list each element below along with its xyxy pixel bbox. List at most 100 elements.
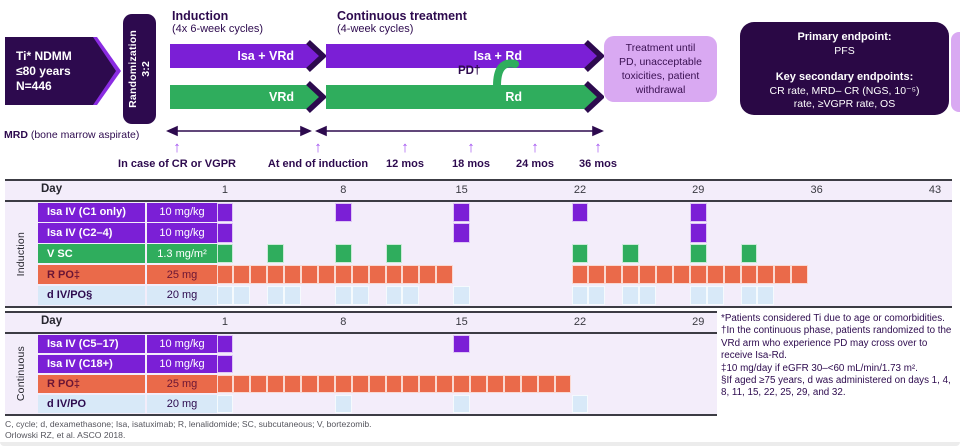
mrd-timepoint-arrow-icon: ↑	[594, 139, 602, 156]
dose-cell: 20 mg	[147, 394, 217, 413]
dose-day-cell	[216, 394, 234, 413]
drug-label-cell: R PO‡	[38, 374, 145, 393]
dose-day-cell	[757, 285, 775, 305]
secondary-endpoints-line: CR rate, MRD– CR (NGS, 10⁻⁵)	[769, 84, 920, 97]
dose-day-cell	[402, 374, 420, 393]
dose-day-cell	[571, 394, 589, 413]
mrd-timepoint-arrow-icon: ↑	[401, 139, 409, 156]
day-tick: 22	[573, 184, 587, 196]
mrd-timepoint-label: 12 mos	[386, 158, 424, 170]
arm-arrow-vrd: VRd	[170, 81, 326, 113]
arrow-chevron-icon	[584, 81, 604, 113]
day-tick: 22	[573, 316, 587, 328]
drug-label-cell: d IV/PO	[38, 394, 145, 413]
day-tick: 29	[692, 184, 705, 196]
dose-day-cell	[267, 374, 285, 393]
dose-day-cell	[453, 334, 471, 353]
secondary-endpoints-label: Key secondary endpoints:	[775, 71, 914, 83]
dose-day-cell	[723, 264, 741, 285]
dose-day-cell	[554, 374, 572, 393]
dose-day-cell	[588, 264, 606, 285]
dose-day-cell	[453, 202, 471, 222]
dose-day-cell	[351, 264, 369, 285]
dose-day-cell	[250, 264, 268, 285]
dose-day-cell	[656, 264, 673, 285]
continuous-subheading: (4-week cycles)	[337, 23, 414, 35]
induction-heading: Induction	[172, 9, 229, 23]
section-label-text: Continuous	[14, 346, 27, 402]
dose-day-cell	[402, 264, 420, 285]
dose-day-cell	[436, 264, 454, 285]
dose-day-cell	[622, 244, 640, 264]
section-label-induction: Induction	[5, 202, 36, 306]
dose-day-cell	[216, 223, 234, 243]
dose-day-cell	[453, 394, 471, 413]
drug-label-cell: V SC	[38, 244, 145, 264]
drug-label-cell: Isa IV (C1 only)	[38, 202, 145, 222]
dose-day-cell	[334, 264, 352, 285]
dose-day-cell	[571, 264, 589, 285]
population-line: Ti* NDMM	[16, 48, 72, 63]
dose-day-cell	[470, 374, 487, 393]
arm-arrow-rd-label: Rd	[326, 85, 600, 109]
dose-day-cell	[334, 285, 352, 305]
schema-footnote-line: *Patients considered Ti due to age or co…	[721, 313, 945, 324]
arrow-chevron-icon	[584, 40, 604, 72]
mrd-timeline-label: MRD (bone marrow aspirate)	[4, 129, 139, 141]
dose-day-cell	[233, 264, 251, 285]
dose-day-cell	[689, 202, 707, 222]
arrow-chevron-icon	[306, 40, 326, 72]
dose-day-cell	[740, 244, 758, 264]
dose-day-cell	[216, 202, 234, 222]
dose-day-cell	[419, 374, 437, 393]
dose-day-cell	[317, 374, 335, 393]
dose-day-cell	[571, 285, 589, 305]
secondary-endpoints-line: rate, ≥VGPR rate, OS	[793, 98, 896, 110]
slide-bottom-edge	[0, 442, 960, 446]
dose-day-cell	[436, 374, 454, 393]
dose-day-cell	[689, 244, 707, 264]
dose-day-cell	[216, 374, 234, 393]
dose-day-cell	[368, 264, 386, 285]
dose-day-cell	[233, 285, 251, 305]
dose-cell: 10 mg/kg	[147, 223, 217, 243]
dose-day-cell	[267, 244, 285, 264]
dose-day-cell	[216, 244, 234, 264]
dose-day-cell	[385, 264, 403, 285]
dose-day-cell	[740, 264, 758, 285]
mrd-timepoint-arrow-icon: ↑	[173, 139, 181, 156]
drug-label-cell: Isa IV (C18+)	[38, 354, 145, 373]
treatment-until-line: PD, unacceptable	[619, 56, 702, 68]
day-tick: 36	[810, 184, 823, 196]
population-line: N=446	[16, 78, 52, 93]
crossover-pd-label: PD†	[458, 65, 481, 77]
dose-day-cell	[622, 264, 640, 285]
dose-day-cell	[503, 374, 521, 393]
arm-arrow-isa-vrd-label: Isa + VRd	[170, 44, 322, 68]
day-tick: 43	[928, 184, 942, 196]
day-header-label: Day	[41, 315, 63, 327]
induction-subheading: (4x 6-week cycles)	[172, 23, 264, 35]
drug-label-cell: R PO‡	[38, 264, 145, 285]
dose-day-cell	[571, 202, 589, 222]
day-tick: 8	[340, 184, 347, 196]
mrd-timepoint-label: 18 mos	[452, 158, 490, 170]
dose-cell: 1.3 mg/m²	[147, 244, 217, 264]
continuous-heading: Continuous treatment	[337, 9, 467, 23]
dose-day-cell	[740, 285, 758, 305]
drug-label-cell: Isa IV (C2–4)	[38, 223, 145, 243]
abbreviations-footnote: C, cycle; d, dexamethasone; Isa, isatuxi…	[5, 419, 372, 429]
citation-footnote: Orlowski RZ, et al. ASCO 2018.	[5, 430, 126, 440]
dose-day-cell	[267, 264, 285, 285]
treatment-until-line: Treatment until	[625, 42, 696, 54]
dose-cell: 10 mg/kg	[147, 202, 217, 222]
dose-day-cell	[334, 374, 352, 393]
dose-day-cell	[216, 354, 234, 373]
day-header-label: Day	[41, 183, 63, 195]
dose-day-cell	[639, 285, 657, 305]
mrd-timepoint-label: At end of induction	[267, 158, 369, 170]
day-tick: 15	[455, 184, 468, 196]
dose-day-cell	[385, 285, 403, 305]
dose-day-cell	[284, 374, 301, 393]
